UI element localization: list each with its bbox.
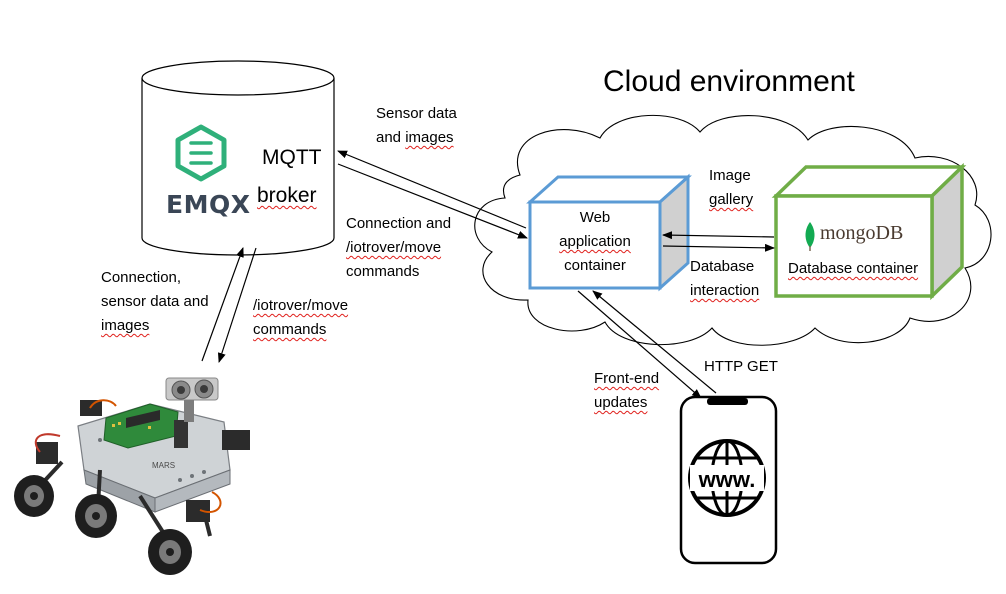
broker-cylinder [141,60,335,256]
arrows [201,150,775,399]
database-container-label: Database container [788,260,919,277]
rover-wheel [75,494,117,538]
mongodb-leaf-icon [805,222,815,251]
emqx-logo-icon [175,124,227,182]
connection-commands-label: Connection and /iotrover/move commands [346,215,452,280]
sensor-data-label: Sensor data and images [376,105,457,146]
web-container-label: Web application container [559,209,631,274]
arrow-broker-to-rover [217,247,257,363]
arrow-rover-to-broker [201,247,244,362]
db-container-cube [771,162,967,301]
arrow-web-to-phone [577,290,702,399]
arrow-db-to-web [662,231,775,240]
arrow-broker-to-web [337,163,528,239]
mongodb-logo-text: mongoDB [820,222,904,244]
emqx-logo-text: EMQX [166,190,251,219]
rover-robot: MARS [14,377,250,575]
rover-wheel [14,475,54,517]
database-interaction-label: Database interaction [690,258,760,299]
http-get-label: HTTP GET [704,358,778,375]
www-icon-text: www. [698,467,756,492]
rover-label-text: MARS [152,461,175,470]
web-container-cube [526,173,692,292]
rover-wheel [148,529,192,575]
arrow-phone-to-web [592,290,717,394]
rover-upstream-label: Connection, sensor data and images [101,269,209,334]
image-gallery-label: Image gallery [709,167,754,208]
broker-label: broker [257,184,317,207]
www-globe-icon: www. [688,439,766,517]
diagram-title: Cloud environment [603,65,855,98]
frontend-updates-label: Front-end updates [594,370,660,411]
arrow-web-to-db [662,243,775,252]
arrow-web-to-broker [337,150,527,229]
mqtt-label: MQTT [262,146,322,169]
rover-downstream-label: /iotrover/move commands [253,297,349,338]
smartphone: www. [679,395,778,565]
